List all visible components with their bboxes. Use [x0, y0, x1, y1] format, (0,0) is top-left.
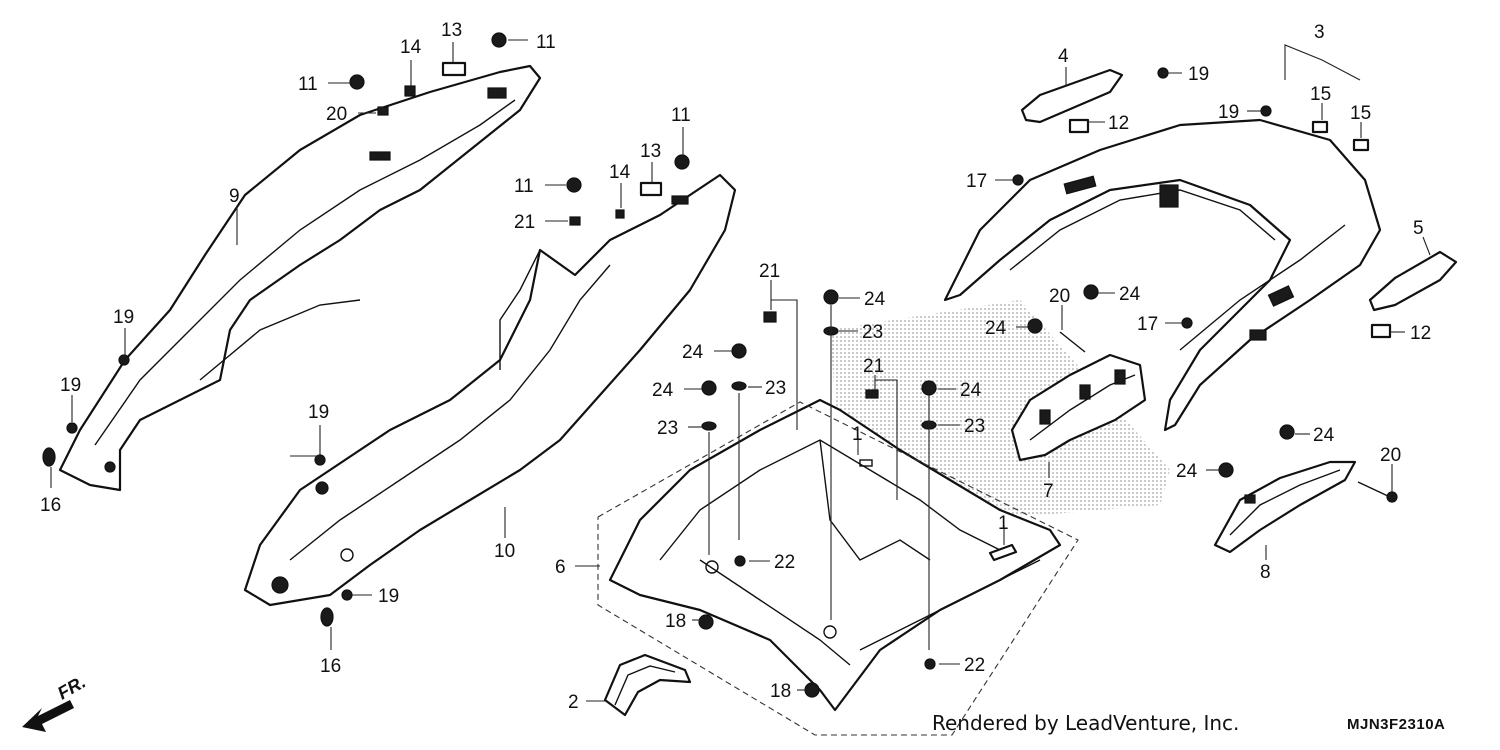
callout-21: 21 [514, 212, 535, 233]
callout-15: 15 [1350, 103, 1371, 124]
callout-17: 17 [966, 171, 987, 192]
callout-10: 10 [494, 541, 515, 562]
callout-15: 15 [1310, 84, 1331, 105]
callout-19: 19 [308, 402, 329, 423]
callout-24: 24 [652, 380, 674, 401]
callout-12: 12 [1108, 113, 1129, 134]
part-10-right-side-cover[interactable] [243, 173, 737, 607]
part-4-grip-cover-left[interactable] [1020, 68, 1124, 124]
callout-1: 1 [998, 513, 1009, 534]
callout-16: 16 [320, 656, 341, 677]
callout-17: 17 [1137, 314, 1158, 335]
callout-24: 24 [1313, 425, 1335, 446]
callout-11: 11 [514, 176, 534, 197]
callout-21: 21 [759, 261, 780, 282]
callout-21: 21 [863, 356, 884, 377]
callout-22: 22 [964, 655, 985, 676]
callout-1: 1 [852, 424, 863, 445]
callout-12: 12 [1410, 323, 1431, 344]
callout-6: 6 [555, 557, 566, 578]
fasteners [42, 32, 1398, 698]
callout-18: 18 [770, 681, 791, 702]
callout-3: 3 [1314, 22, 1325, 43]
callout-19: 19 [1218, 102, 1239, 123]
callout-8: 8 [1260, 562, 1271, 583]
part-6-group-bracket [597, 401, 1079, 736]
callout-7: 7 [1043, 481, 1054, 502]
callout-24: 24 [682, 342, 704, 363]
callout-11: 11 [671, 105, 691, 126]
callout-13: 13 [640, 141, 661, 162]
diagram-code: MJN3F2310A [1347, 716, 1446, 733]
callout-24: 24 [864, 289, 886, 310]
part-5-grip-cover-right[interactable] [1368, 250, 1458, 312]
callout-11: 11 [298, 74, 318, 95]
callout-5: 5 [1413, 218, 1424, 239]
credit-text: Rendered by LeadVenture, Inc. [932, 711, 1240, 735]
callout-18: 18 [665, 611, 686, 632]
callout-4: 4 [1058, 46, 1069, 67]
callout-14: 14 [609, 162, 631, 183]
callout-24: 24 [1176, 461, 1198, 482]
part-8-bracket[interactable] [1213, 460, 1357, 554]
front-direction-arrow: FR. [22, 672, 89, 732]
callout-23: 23 [862, 322, 883, 343]
callout-19: 19 [60, 375, 81, 396]
callout-22: 22 [774, 552, 795, 573]
part-2-rear-bracket[interactable] [603, 653, 692, 717]
callout-labels: 11 14 13 11 20 9 19 19 16 19 19 16 10 11… [40, 20, 1431, 713]
callout-24: 24 [1119, 284, 1141, 305]
callout-19: 19 [378, 586, 399, 607]
part-6-under-tray[interactable] [608, 398, 1062, 712]
callout-20: 20 [1049, 286, 1070, 307]
callout-16: 16 [40, 495, 61, 516]
leader-lines [50, 39, 1431, 702]
part-3-bracket [1284, 44, 1361, 81]
callout-2: 2 [568, 692, 579, 713]
callout-13: 13 [441, 20, 462, 41]
callout-14: 14 [400, 37, 422, 58]
part-3-rear-cowl[interactable] [943, 118, 1382, 432]
part-9-left-side-cover[interactable] [58, 64, 542, 492]
front-direction-label: FR. [54, 672, 89, 704]
callout-19: 19 [1188, 64, 1209, 85]
callout-23: 23 [765, 378, 786, 399]
callout-11: 11 [536, 32, 556, 53]
callout-24: 24 [960, 380, 982, 401]
callout-23: 23 [964, 416, 985, 437]
callout-23: 23 [657, 418, 678, 439]
part-7-rear-bracket[interactable] [1010, 353, 1147, 462]
callout-9: 9 [229, 186, 240, 207]
callout-21: 20 [326, 104, 347, 125]
callout-19: 19 [113, 307, 134, 328]
callout-24: 24 [985, 318, 1007, 339]
callout-20: 20 [1380, 445, 1401, 466]
